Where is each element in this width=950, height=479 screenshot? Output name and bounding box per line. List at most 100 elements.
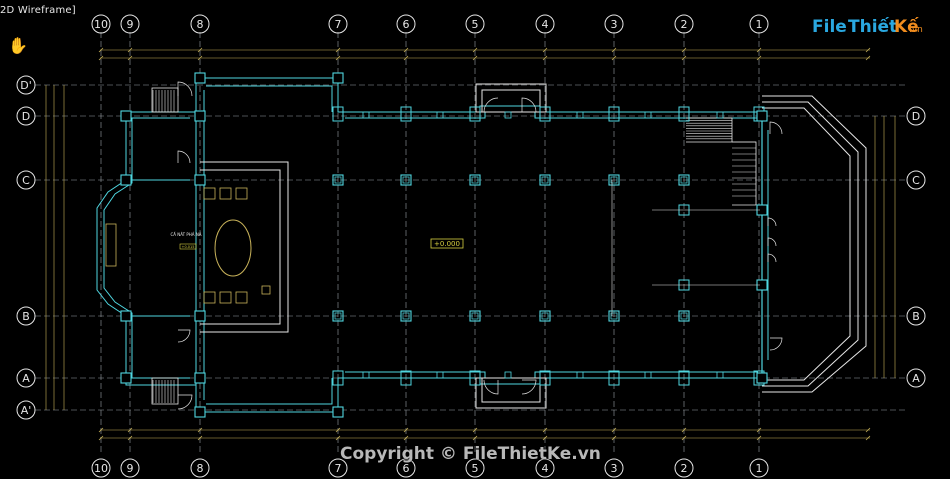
room-level-text: +0.015 [182,245,195,249]
door-east-1 [769,121,783,135]
grid-bubble-top-9 [120,14,140,34]
logo-text-vn: .vn [909,25,923,35]
door-north-right [521,97,537,113]
door-east-window-1 [767,237,777,247]
wall-buttress-top-3 [576,111,584,119]
dimension-tick [611,47,617,53]
dimension-tick [611,427,617,433]
stair-east-flight [732,141,757,206]
wall-east-apse-rail-2 [762,101,859,387]
grid-bubble-right-1-label: D [912,110,920,123]
grid-bubble-right-4-label: A [912,372,920,385]
grid-bubble-bottom-2 [674,458,694,478]
level-marker-text: +0.000 [434,240,460,248]
dimension-tick [865,435,871,441]
pier-core-1-0 [334,312,342,320]
wall-pier-top-0 [332,106,344,122]
wall-pier-bottom-1 [400,370,412,386]
logo-text-ke: Kế [894,17,919,37]
dimension-tick [127,47,133,53]
wall-east-apse-rail-3 [762,107,851,381]
viewport-style-label[interactable]: 2D Wireframe] [0,5,76,16]
grid-bubble-left-2-label: C [22,174,30,187]
platform-outline-1 [200,161,289,333]
dimension-tick [865,55,871,61]
grid-bubble-bottom-8 [190,458,210,478]
wall-pier-top-3 [539,106,551,122]
wall-pier-bottom-0 [332,370,344,386]
grid-bubble-left-1-label: D [22,110,30,123]
grid-bubble-bottom-5 [465,458,485,478]
wall-pier-top-2 [469,106,481,122]
dimension-tick [403,47,409,53]
dimension-tick [127,427,133,433]
dimension-tick [756,427,762,433]
dimension-tick [681,435,687,441]
dimension-tick [335,55,341,61]
grid-bubble-top-1 [749,14,769,34]
wall-buttress-top-0 [362,111,370,119]
dimension-tick [197,55,203,61]
wall-buttress-bottom-1 [436,371,444,379]
pier-core-0-2 [471,176,479,184]
corner-pier-12 [756,110,768,122]
grid-bubble-top-8-label: 8 [197,18,204,31]
wall-pier-bottom-3 [539,370,551,386]
grid-bubble-bottom-6 [396,458,416,478]
grid-bubble-right-2 [906,170,926,190]
pier-core-1-2 [471,312,479,320]
sanctuary-seat-1 [219,187,232,200]
hand-pan-icon[interactable]: ✋ [8,36,28,55]
dimension-tick [335,427,341,433]
grid-bubble-top-10-label: 10 [94,18,108,31]
grid-bubble-right-2-label: C [912,174,920,187]
level-marker-box [430,238,464,249]
grid-bubble-top-2 [674,14,694,34]
grid-bubble-top-10 [91,14,111,34]
pier-core-0-0 [334,176,342,184]
grid-bubble-right-3 [906,306,926,326]
logo-text-file: File [812,17,847,37]
grid-bubble-bottom-9 [120,458,140,478]
logo-text-thiet: Thiết [848,17,898,37]
room-level-box [179,243,197,250]
grid-bubble-top-6-label: 6 [403,18,410,31]
pier-core-1-5 [680,312,688,320]
corner-pier-11 [194,372,206,384]
dimension-tick [611,435,617,441]
dimension-tick [472,427,478,433]
sanctuary-seat-2 [235,187,248,200]
wall-pier-bottom-2 [469,370,481,386]
pier-0-5 [678,174,690,186]
dimension-tick [542,435,548,441]
pier-core-0-1 [402,176,410,184]
grid-bubble-left-3 [16,306,36,326]
dimension-tick [472,55,478,61]
grid-bubble-top-9-label: 9 [127,18,134,31]
corner-pier-3 [332,406,344,418]
wall-left-wing-bottom-inner [206,378,333,405]
wall-left-wing-top [200,77,339,106]
grid-bubble-top-4-label: 4 [542,18,549,31]
grid-bubble-top-7 [328,14,348,34]
pier-1-5 [678,310,690,322]
dimension-tick [756,435,762,441]
grid-bubble-bottom-1 [749,458,769,478]
platform-outline-2 [200,169,281,325]
sanctuary-seat-4 [219,291,232,304]
filethietke-logo: File Thiết Kế .vn [812,13,924,47]
grid-bubble-left-4-label: A [22,372,30,385]
grid-bubble-bottom-4-label: 4 [542,462,549,475]
grid-bubble-top-3 [604,14,624,34]
wall-pier-bottom-5 [678,370,690,386]
grid-bubble-bottom-7-label: 7 [335,462,342,475]
pier-1-1 [400,310,412,322]
porch-top-inner [481,89,541,113]
wall-pier-bottom-4 [608,370,620,386]
wall-buttress-bottom-5 [716,371,724,379]
grid-bubble-bottom-4 [535,458,555,478]
stair-west-bottom [151,377,179,405]
dimension-tick [335,435,341,441]
